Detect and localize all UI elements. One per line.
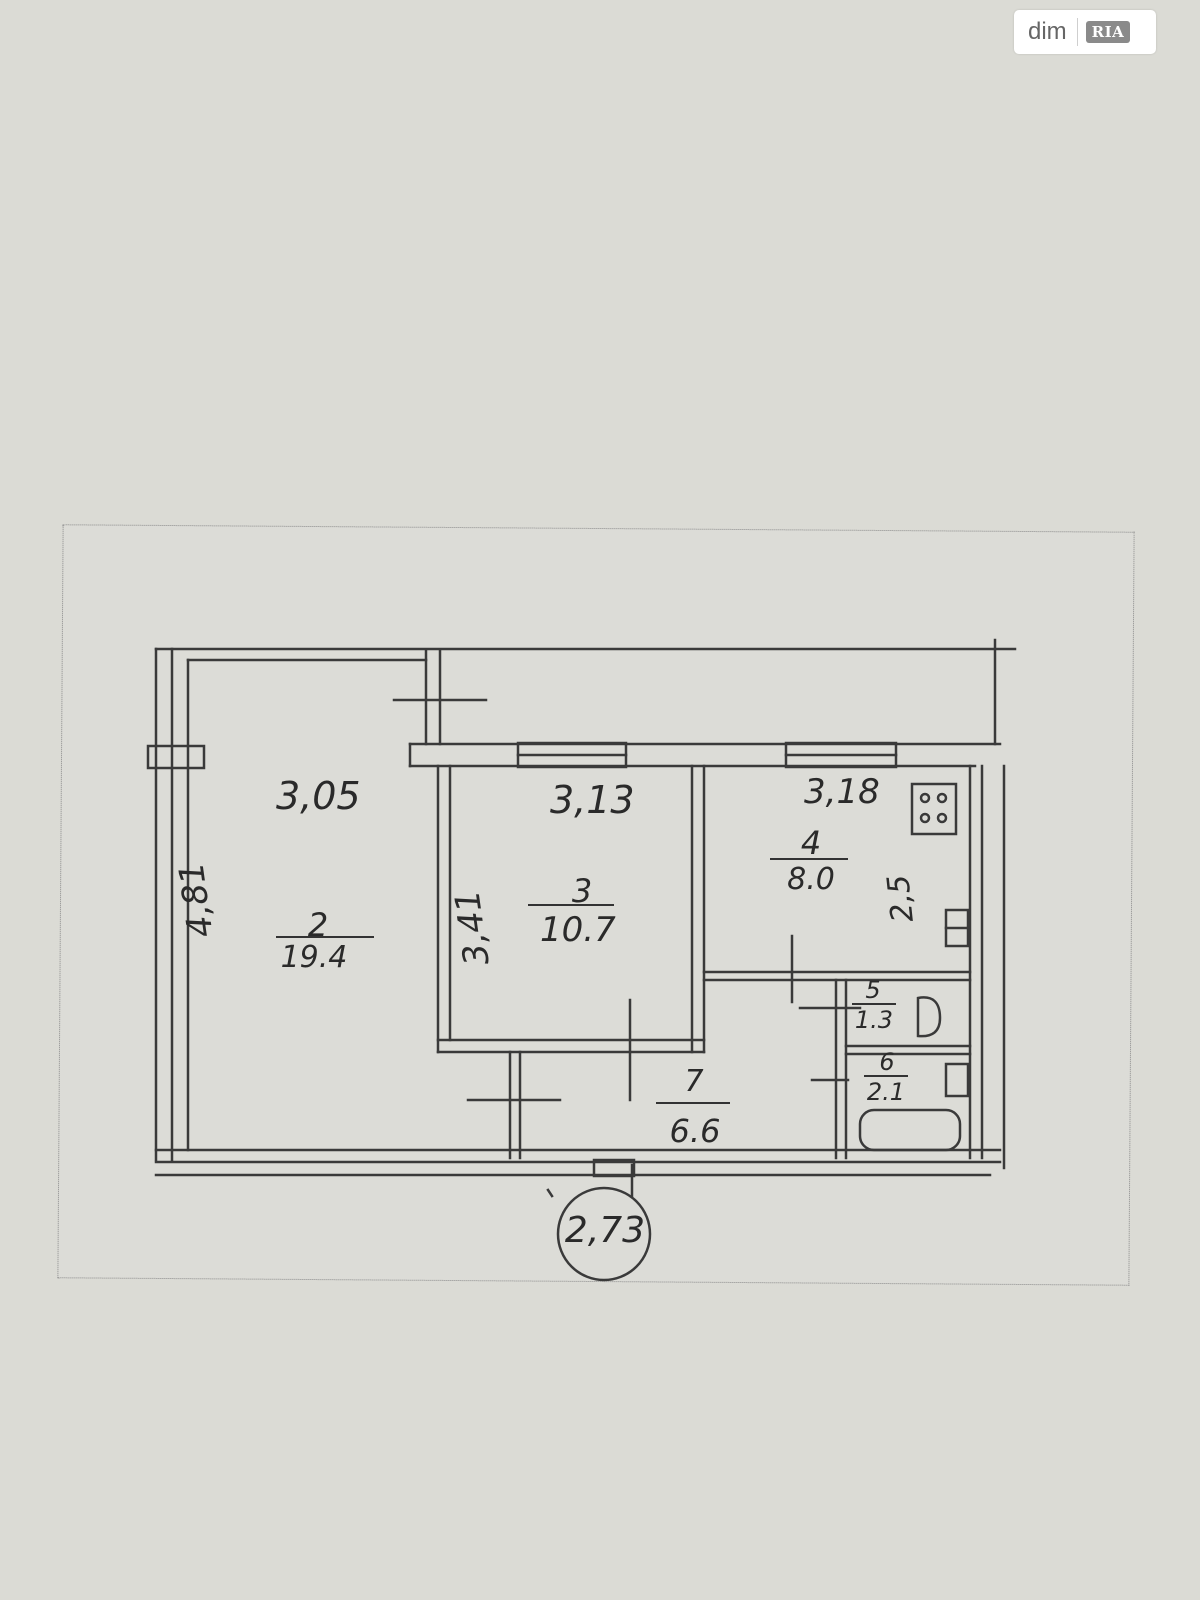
ceiling-height-circle — [556, 1186, 652, 1282]
room-5-number: 5 — [865, 976, 881, 1004]
room-7-number: 7 — [684, 1064, 704, 1099]
watermark-right-text: RIA — [1085, 21, 1131, 43]
room-3-fraction-line — [528, 904, 614, 906]
marker — [546, 1188, 554, 1198]
bathtub — [858, 1108, 962, 1152]
room-4-area: 8.0 — [787, 862, 835, 897]
stove-burner — [936, 812, 948, 824]
stove-burner — [919, 792, 931, 804]
room-3-area: 10.7 — [540, 910, 616, 950]
ceiling-height-label: 2,73 — [564, 1210, 646, 1251]
stove — [910, 782, 958, 836]
room-5-area: 1.3 — [854, 1006, 894, 1034]
room-2-width-dimension: 3,05 — [276, 774, 361, 818]
room-6-area: 2.1 — [866, 1078, 906, 1106]
stove-burner — [919, 812, 931, 824]
room-3-width-dimension: 3,13 — [550, 778, 635, 822]
room-2-area: 19.4 — [280, 940, 348, 975]
entry-door — [592, 1158, 636, 1178]
room-2-fraction-line — [276, 936, 374, 938]
dimria-watermark-logo: dim RIA — [1014, 10, 1156, 54]
room-7-fraction-line — [656, 1102, 730, 1104]
room-4-number: 4 — [800, 824, 822, 862]
room-5-fraction-line — [852, 1003, 896, 1005]
room-2-number: 2 — [307, 906, 329, 944]
toilet — [916, 996, 942, 1038]
room-4-fraction-line — [770, 858, 848, 860]
room-6-fraction-line — [864, 1075, 908, 1077]
room-7-area: 6.6 — [669, 1112, 721, 1150]
watermark-left-text: dim — [1014, 18, 1078, 46]
column — [146, 744, 206, 770]
stove-burner — [936, 792, 948, 804]
washbasin — [944, 1062, 970, 1098]
room-3-number: 3 — [571, 872, 593, 910]
room-6-number: 6 — [879, 1048, 895, 1076]
room-4-width-dimension: 3,18 — [804, 772, 880, 812]
kitchen-side-dimension: 2,5 — [881, 872, 921, 924]
